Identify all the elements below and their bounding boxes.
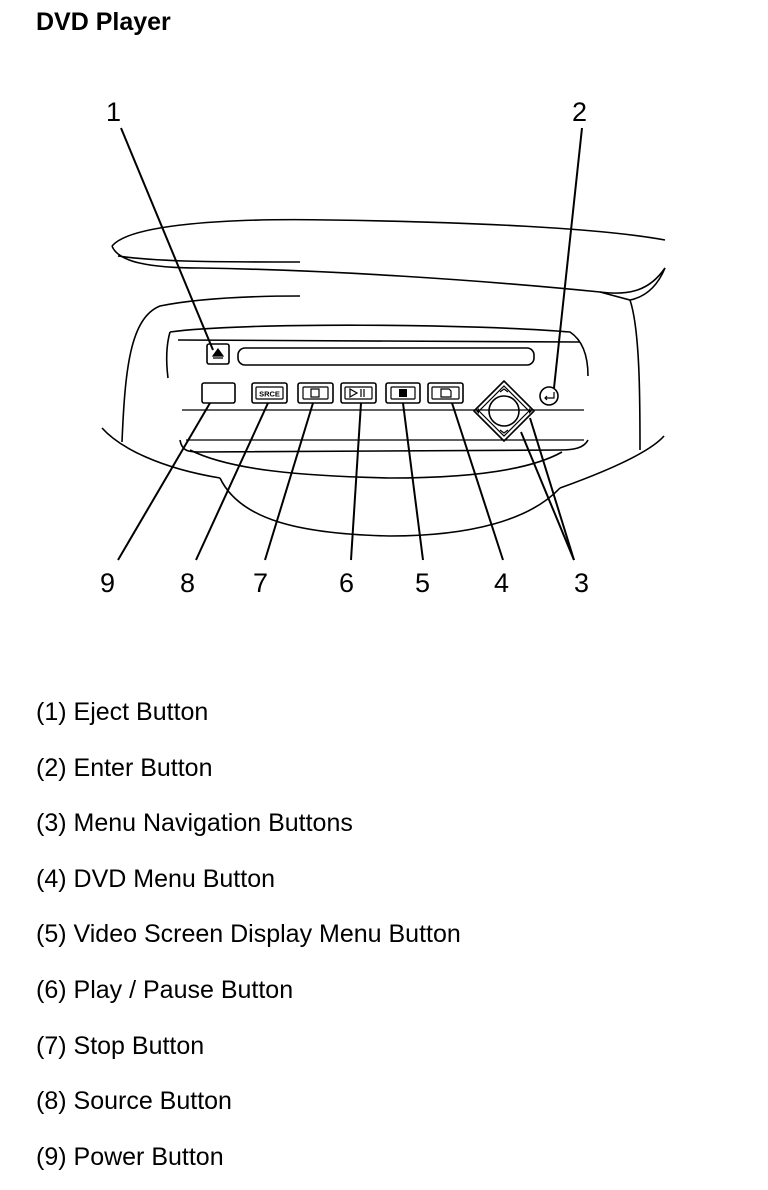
nav-left-icon [476, 408, 479, 414]
legend-item: (4) DVD Menu Button [36, 857, 461, 913]
nav-right-icon [529, 408, 532, 414]
legend-label: Eject Button [73, 698, 209, 726]
legend-number: (7) [36, 1031, 67, 1060]
eject-button[interactable] [206, 343, 230, 365]
enter-icon [544, 392, 555, 401]
page-title: DVD Player [36, 8, 171, 36]
dvd-menu-icon [440, 388, 452, 398]
legend-number: (1) [36, 698, 67, 726]
legend-label: Stop Button [73, 1031, 205, 1060]
console-housing [101, 218, 666, 537]
legend-label: Menu Navigation Buttons [73, 809, 353, 838]
nav-down-icon [499, 429, 509, 434]
legend-label: Video Screen Display Menu Button [73, 920, 461, 949]
legend-label: Play / Pause Button [73, 975, 294, 1004]
legend-number: (6) [36, 975, 67, 1004]
player-bezel [165, 324, 589, 453]
eject-icon [211, 347, 225, 359]
menu-navigation-pad[interactable] [473, 380, 535, 442]
callout-5: 5 [415, 568, 430, 598]
nav-up-icon [499, 388, 509, 393]
disc-slot [237, 347, 535, 366]
stop-button[interactable] [297, 382, 334, 404]
callout-6: 6 [339, 568, 354, 598]
legend-label: Power Button [73, 1142, 224, 1171]
legend-label: Source Button [73, 1087, 232, 1116]
legend-number: (8) [36, 1087, 67, 1116]
legend-item: (7) Stop Button [36, 1024, 461, 1080]
legend-item: (6) Play / Pause Button [36, 968, 461, 1024]
dvd-menu-button[interactable] [427, 382, 464, 404]
source-button[interactable] [251, 382, 288, 404]
legend-label: Enter Button [73, 753, 213, 782]
callout-8: 8 [180, 568, 195, 598]
legend-item: (8) Source Button [36, 1079, 461, 1135]
callout-9: 9 [100, 568, 115, 598]
legend-item: (3) Menu Navigation Buttons [36, 801, 461, 857]
dvd-player-diagram: SRCE 1 2 3 4 5 6 7 8 9 [100, 97, 666, 598]
display-menu-icon [399, 389, 407, 397]
play-pause-button[interactable] [340, 382, 377, 404]
callout-1: 1 [106, 97, 121, 127]
play-pause-icon [349, 387, 365, 399]
legend-item: (1) Eject Button [36, 690, 461, 746]
callout-3: 3 [574, 568, 589, 598]
legend-label: DVD Menu Button [73, 864, 276, 893]
source-label: SRCE [259, 390, 280, 399]
legend-item: (2) Enter Button [36, 746, 461, 802]
callout-4: 4 [494, 568, 509, 598]
legend-number: (9) [36, 1142, 67, 1171]
legend-item: (5) Video Screen Display Menu Button [36, 912, 461, 968]
leader-lines [117, 127, 583, 561]
stop-icon [310, 388, 320, 398]
enter-button[interactable] [539, 386, 559, 406]
power-button[interactable] [201, 382, 236, 404]
legend-number: (4) [36, 864, 67, 893]
callout-2: 2 [572, 97, 587, 127]
legend-number: (2) [36, 753, 67, 782]
legend-number: (3) [36, 809, 67, 838]
legend-number: (5) [36, 920, 67, 949]
legend-item: (9) Power Button [36, 1135, 461, 1190]
callout-7: 7 [253, 568, 268, 598]
legend-list: (1) Eject Button (2) Enter Button (3) Me… [36, 690, 461, 1190]
